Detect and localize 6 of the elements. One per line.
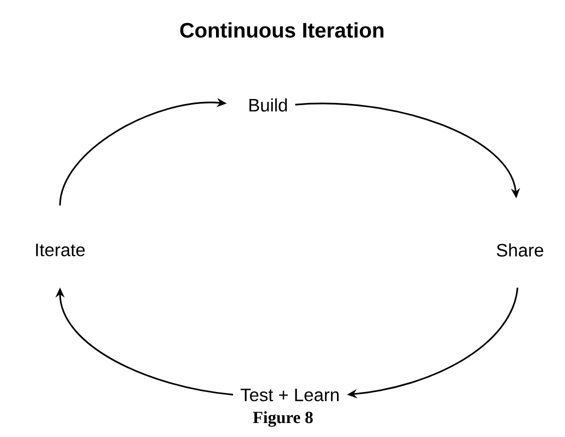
node-label: Iterate <box>36 244 85 256</box>
node-label: Share <box>496 243 544 257</box>
node-label: Build <box>249 98 287 112</box>
figure-caption: Figure 8 <box>253 411 313 427</box>
node-label: Test + Learn <box>240 388 339 402</box>
diagram-title: Continuous Iteration <box>180 22 384 38</box>
